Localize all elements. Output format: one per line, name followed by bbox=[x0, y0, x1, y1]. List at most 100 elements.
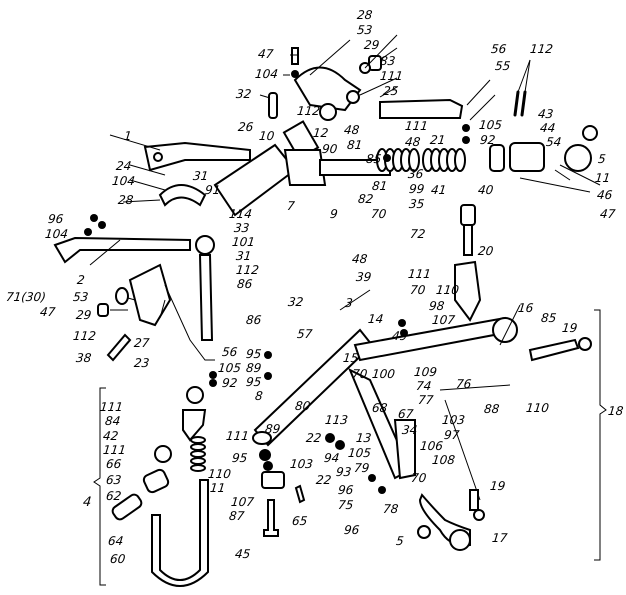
callout-74: 74 bbox=[415, 379, 433, 393]
callout-9: 9 bbox=[329, 207, 339, 221]
part-11-ball-end bbox=[564, 144, 592, 172]
callout-28: 28 bbox=[117, 193, 135, 207]
callout-86: 86 bbox=[236, 277, 254, 291]
callout-5: 5 bbox=[395, 534, 405, 548]
callout-95: 95 bbox=[231, 451, 249, 465]
callout-10: 10 bbox=[258, 129, 276, 143]
callout-110: 110 bbox=[207, 467, 232, 481]
part-16-ball bbox=[492, 317, 518, 343]
callout-35: 35 bbox=[408, 197, 426, 211]
part-29-sleeve bbox=[368, 55, 382, 71]
part-60-u-tube bbox=[151, 479, 209, 587]
callout-107: 107 bbox=[230, 495, 255, 509]
part-32-pin bbox=[268, 92, 278, 119]
callout-55: 55 bbox=[494, 59, 512, 73]
part-92-nut-top bbox=[462, 136, 470, 144]
callout-80: 80 bbox=[294, 399, 312, 413]
part-19-eye bbox=[578, 337, 592, 351]
part-112-pin-b bbox=[520, 90, 527, 117]
part-92-nut bbox=[209, 379, 217, 387]
callout-65: 65 bbox=[291, 514, 309, 528]
callout-71-30: 71(30) bbox=[5, 290, 47, 304]
callout-15: 15 bbox=[342, 351, 360, 365]
callout-89: 89 bbox=[264, 422, 282, 436]
part-35-turnbuckle bbox=[460, 204, 476, 226]
callout-112: 112 bbox=[296, 104, 321, 118]
part-bushing bbox=[319, 103, 337, 121]
callout-47: 47 bbox=[257, 47, 275, 61]
callout-43: 43 bbox=[537, 107, 555, 121]
callout-34: 34 bbox=[401, 423, 419, 437]
callout-19: 19 bbox=[489, 479, 507, 493]
callout-85: 85 bbox=[540, 311, 558, 325]
callout-90: 90 bbox=[321, 142, 339, 156]
part-70-bracket bbox=[393, 419, 416, 480]
part-28-top-clamp bbox=[293, 66, 362, 112]
part-99-nut bbox=[383, 154, 391, 162]
callout-111: 111 bbox=[225, 429, 250, 443]
callout-23: 23 bbox=[133, 356, 151, 370]
callout-32: 32 bbox=[235, 87, 253, 101]
callout-47: 47 bbox=[599, 207, 617, 221]
callout-38: 38 bbox=[75, 351, 93, 365]
part-20-lift-arm bbox=[454, 260, 482, 322]
part-45-bolt bbox=[263, 499, 279, 537]
part-27-lever bbox=[128, 263, 172, 327]
callout-48: 48 bbox=[351, 252, 369, 266]
callout-18: 18 bbox=[607, 404, 625, 418]
leader-lines bbox=[89, 34, 601, 346]
part-17-hub bbox=[449, 529, 471, 551]
callout-57: 57 bbox=[296, 327, 314, 341]
callout-95: 95 bbox=[245, 375, 263, 389]
part-53-ring bbox=[346, 90, 360, 104]
callout-85: 85 bbox=[365, 152, 383, 166]
bracket-18 bbox=[594, 309, 607, 561]
callout-36: 36 bbox=[407, 167, 425, 181]
callout-110: 110 bbox=[435, 283, 460, 297]
part-25-rod bbox=[379, 98, 464, 119]
part-joint bbox=[195, 235, 215, 255]
part-38-pin bbox=[106, 333, 132, 362]
callout-79: 79 bbox=[353, 461, 371, 475]
part-95-nut-c bbox=[264, 372, 272, 380]
callout-64: 64 bbox=[107, 534, 125, 548]
callout-96: 96 bbox=[337, 483, 355, 497]
callout-103: 103 bbox=[289, 457, 314, 471]
callout-91: 91 bbox=[204, 183, 222, 197]
callout-70: 70 bbox=[410, 471, 428, 485]
part-93-nut bbox=[335, 440, 345, 450]
part-96-nut-left bbox=[90, 214, 98, 222]
callout-111: 111 bbox=[102, 443, 127, 457]
callout-94: 94 bbox=[323, 451, 341, 465]
callout-88: 88 bbox=[483, 402, 501, 416]
callout-111: 111 bbox=[379, 69, 404, 83]
callout-11: 11 bbox=[209, 481, 227, 495]
part-23-arm bbox=[164, 284, 215, 361]
callout-105: 105 bbox=[478, 118, 503, 132]
callout-112: 112 bbox=[235, 263, 260, 277]
part-98-nut bbox=[398, 319, 406, 327]
callout-25: 25 bbox=[382, 84, 400, 98]
part-47-bolt bbox=[291, 47, 299, 65]
callout-77: 77 bbox=[417, 393, 435, 407]
callout-81: 81 bbox=[346, 138, 364, 152]
callout-49: 49 bbox=[391, 329, 409, 343]
callout-48: 48 bbox=[404, 135, 422, 149]
callout-104: 104 bbox=[111, 174, 136, 188]
callout-70: 70 bbox=[409, 283, 427, 297]
callout-109: 109 bbox=[413, 365, 438, 379]
callout-7: 7 bbox=[286, 199, 296, 213]
callout-67: 67 bbox=[397, 407, 415, 421]
callout-60: 60 bbox=[109, 552, 127, 566]
callout-14: 14 bbox=[367, 312, 385, 326]
part-94-nut bbox=[325, 433, 335, 443]
callout-97: 97 bbox=[443, 428, 461, 442]
part-44-block bbox=[489, 144, 505, 172]
part-64-spring bbox=[190, 436, 206, 472]
callout-48: 48 bbox=[343, 123, 361, 137]
callout-16: 16 bbox=[517, 301, 535, 315]
callout-93: 93 bbox=[335, 465, 353, 479]
callout-101: 101 bbox=[231, 235, 256, 249]
callout-46: 46 bbox=[596, 188, 614, 202]
part-5-nut bbox=[582, 125, 598, 141]
